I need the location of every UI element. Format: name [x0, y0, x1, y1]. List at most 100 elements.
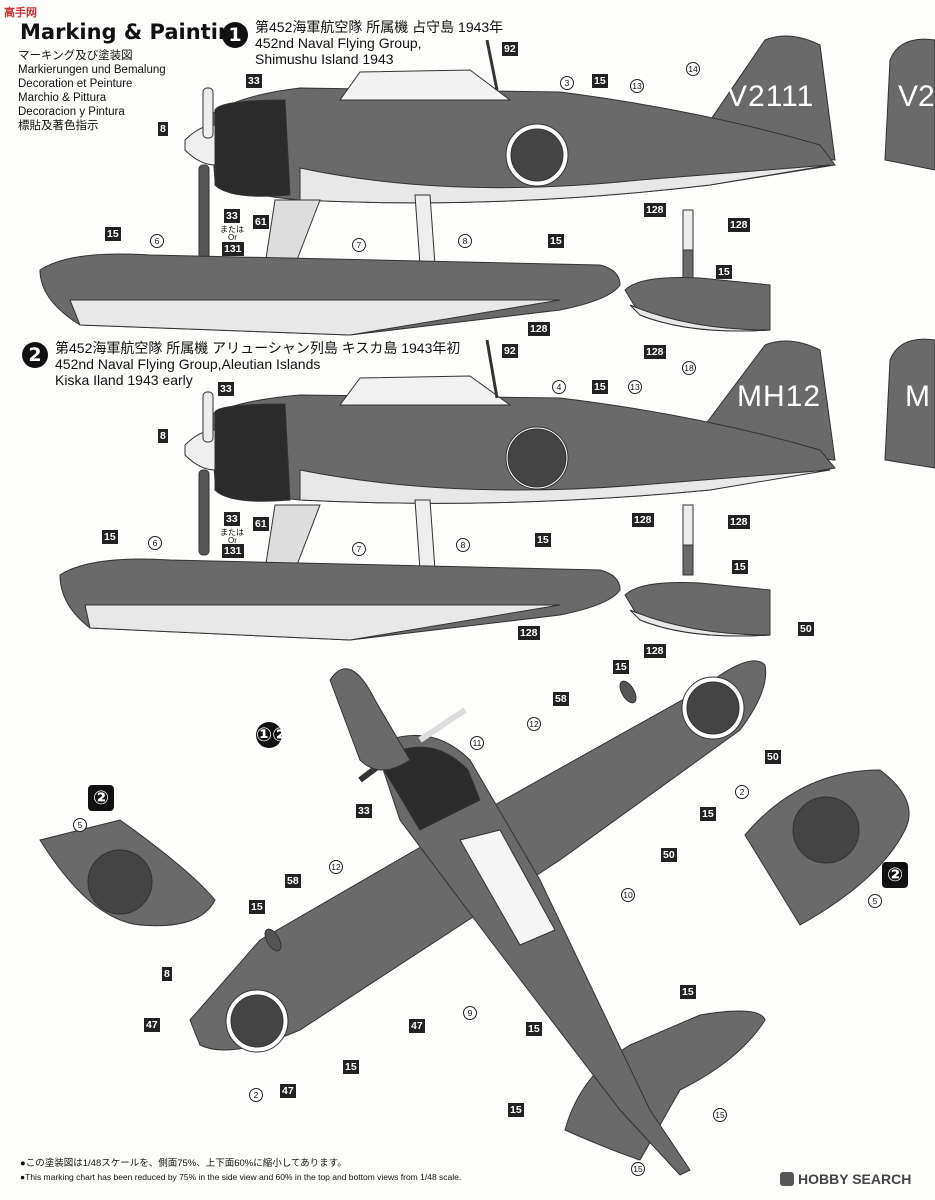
callout-15i: 15 [613, 660, 629, 674]
footer-note-jp: ●この塗装図は1/48スケールを、側面75%、上下面60%に縮小してあります。 [20, 1158, 347, 1169]
scheme-2-badge: 2 [22, 342, 48, 368]
or-label-en-2: Or [228, 536, 237, 545]
callout-12b: 12 [329, 860, 343, 874]
callout-47b: 47 [409, 1019, 425, 1033]
callout-6b: 6 [148, 536, 162, 550]
callout-14: 14 [686, 62, 700, 76]
callout-128c: 128 [528, 322, 550, 336]
callout-128g: 128 [518, 626, 540, 640]
scheme-1-tail-code-partial: V2 [898, 80, 935, 113]
callout-47: 47 [144, 1018, 160, 1032]
callout-50: 50 [798, 622, 814, 636]
subtitle-de: Markierungen und Bemalung [18, 64, 166, 76]
callout-15m: 15 [526, 1022, 542, 1036]
scheme-1-line1: 第452海軍航空隊 所属機 占守島 1943年 [255, 19, 504, 35]
callout-128f: 128 [728, 515, 750, 529]
callout-15k: 15 [249, 900, 265, 914]
callout-15e: 15 [592, 380, 608, 394]
callout-33: 33 [246, 74, 262, 88]
callout-8b: 8 [158, 429, 168, 443]
or-label-jp: または [220, 225, 244, 234]
or-label-en: Or [228, 233, 237, 242]
callout-61: 61 [253, 215, 269, 229]
callout-58: 58 [553, 692, 569, 706]
scheme-2-line3: Kiska Iland 1943 early [55, 372, 193, 388]
callout-15o: 15 [508, 1103, 524, 1117]
callout-7: 7 [352, 238, 366, 252]
callout-15f: 15 [102, 530, 118, 544]
callout-5: 5 [73, 818, 87, 832]
callout-8: 8 [158, 122, 168, 136]
callout-3: 3 [560, 76, 574, 90]
partial-tail-1 [884, 38, 935, 171]
subtitle-it: Marchio & Pittura [18, 92, 107, 104]
subtitle-jp: マーキング及び塗装図 [18, 50, 133, 62]
callout-128h: 128 [644, 644, 666, 658]
callout-50c: 50 [661, 848, 677, 862]
subtitle-fr: Decoration et Peinture [18, 78, 133, 90]
callout-47c: 47 [280, 1084, 296, 1098]
partial-tail-2 [884, 338, 935, 469]
callout-2: 2 [735, 785, 749, 799]
callout-128e: 128 [632, 513, 654, 527]
callout-2b: 2 [249, 1088, 263, 1102]
scheme-1-line3: Shimushu Island 1943 [255, 51, 394, 67]
callout-13: 13 [630, 79, 644, 93]
callout-58b: 58 [285, 874, 301, 888]
callout-92b: 92 [502, 344, 518, 358]
callout-33c: 33 [218, 382, 234, 396]
scheme-2-line2: 452nd Naval Flying Group,Aleutian Island… [55, 356, 321, 372]
scheme-2-line1: 第452海軍航空隊 所属機 アリューシャン列島 キスカ島 1943年初 [55, 340, 461, 356]
callout-5b: 5 [868, 894, 882, 908]
callout-61b: 61 [253, 517, 269, 531]
site-logo: 高手网 [4, 7, 37, 19]
hobby-search-icon [780, 1172, 794, 1186]
callout-15g: 15 [535, 533, 551, 547]
callout-8c: 8 [458, 234, 472, 248]
callout-13b: 13 [628, 380, 642, 394]
subtitle-es: Decoracion y Pintura [18, 106, 125, 118]
callout-50b: 50 [765, 750, 781, 764]
scheme-2-tail-code-partial: M [905, 380, 930, 413]
callout-15: 15 [592, 74, 608, 88]
callout-15b: 15 [105, 227, 121, 241]
scheme-1-tail-code: V2111 [727, 80, 815, 113]
callout-8d: 8 [456, 538, 470, 552]
scheme-1-line2: 452nd Naval Flying Group, [255, 35, 422, 51]
callout-15q: 15 [631, 1162, 645, 1176]
callout-15h: 15 [732, 560, 748, 574]
or-label-jp-2: または [220, 528, 244, 537]
brand-watermark: HOBBY SEARCH [798, 1171, 912, 1187]
subtitle-cn: 標貼及著色指示 [18, 120, 99, 132]
callout-15n: 15 [343, 1060, 359, 1074]
callout-128d: 128 [644, 345, 666, 359]
callout-4: 4 [552, 380, 566, 394]
callout-131: 131 [222, 242, 244, 256]
scheme-2-badge-right: ② [882, 862, 908, 888]
callout-15c: 15 [548, 234, 564, 248]
footer-note-en: ●This marking chart has been reduced by … [20, 1172, 462, 1182]
side-view-2 [59, 339, 836, 641]
callout-15p: 15 [713, 1108, 727, 1122]
callout-15l: 15 [680, 985, 696, 999]
callout-6: 6 [150, 234, 164, 248]
scheme-2-tail-code: MH12 [737, 380, 822, 413]
callout-12: 12 [527, 717, 541, 731]
page-title: Marking & Painting [20, 20, 248, 44]
callout-33d: 33 [224, 512, 240, 526]
callout-131b: 131 [222, 544, 244, 558]
callout-128: 128 [644, 203, 666, 217]
callout-33e: 33 [356, 804, 372, 818]
scheme-2-badge-left: ② [88, 785, 114, 811]
callout-9: 9 [463, 1006, 477, 1020]
callout-33b: 33 [224, 209, 240, 223]
callout-8e: 8 [162, 967, 172, 981]
top-view [189, 660, 767, 1176]
callout-128b: 128 [728, 218, 750, 232]
callout-18: 18 [682, 361, 696, 375]
callout-92: 92 [502, 42, 518, 56]
callout-11: 11 [470, 736, 484, 750]
callout-10: 10 [621, 888, 635, 902]
